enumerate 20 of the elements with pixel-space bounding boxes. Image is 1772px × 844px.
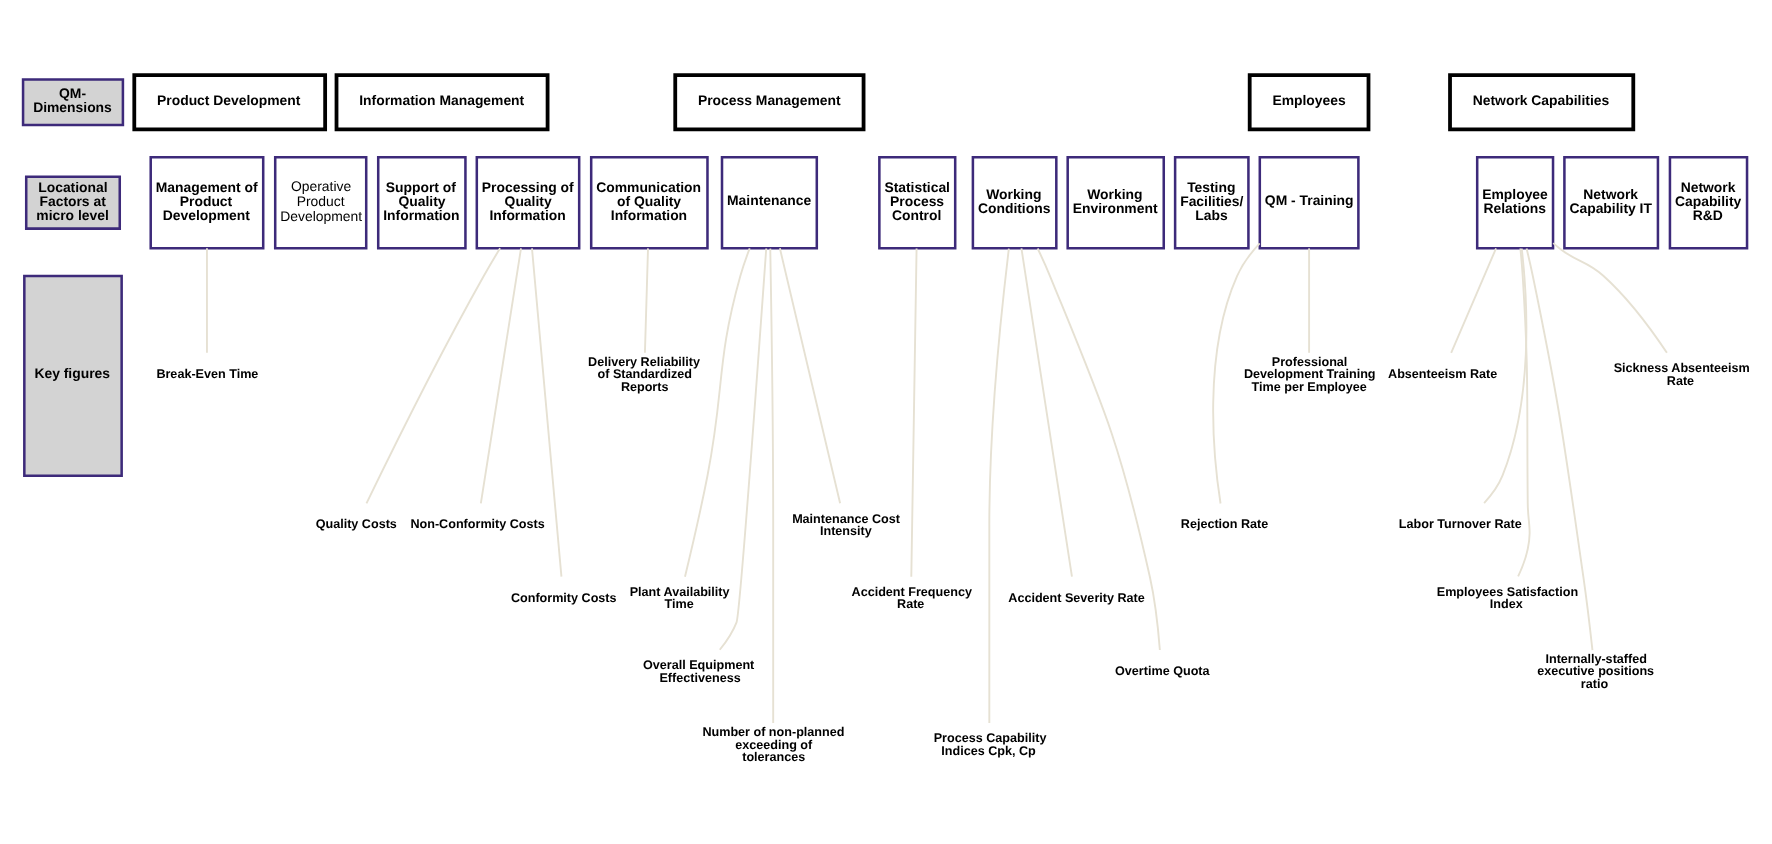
connector: [718, 247, 768, 651]
connector: [479, 247, 522, 505]
connector: [769, 247, 775, 724]
connector: [1212, 242, 1261, 505]
connector: [531, 247, 563, 578]
connector: [910, 247, 918, 578]
connector: [1020, 247, 1073, 578]
connector: [988, 247, 1010, 724]
connector: [1483, 247, 1528, 505]
connector: [365, 247, 502, 505]
connector: [1517, 247, 1531, 578]
connector: [1308, 247, 1311, 354]
connector: [778, 247, 842, 505]
connector: [206, 247, 208, 354]
connector: [1552, 242, 1668, 354]
connector: [643, 247, 649, 354]
connector: [1525, 247, 1594, 652]
connector: [684, 247, 751, 578]
connector: [1450, 247, 1497, 354]
connector: [1036, 247, 1161, 651]
